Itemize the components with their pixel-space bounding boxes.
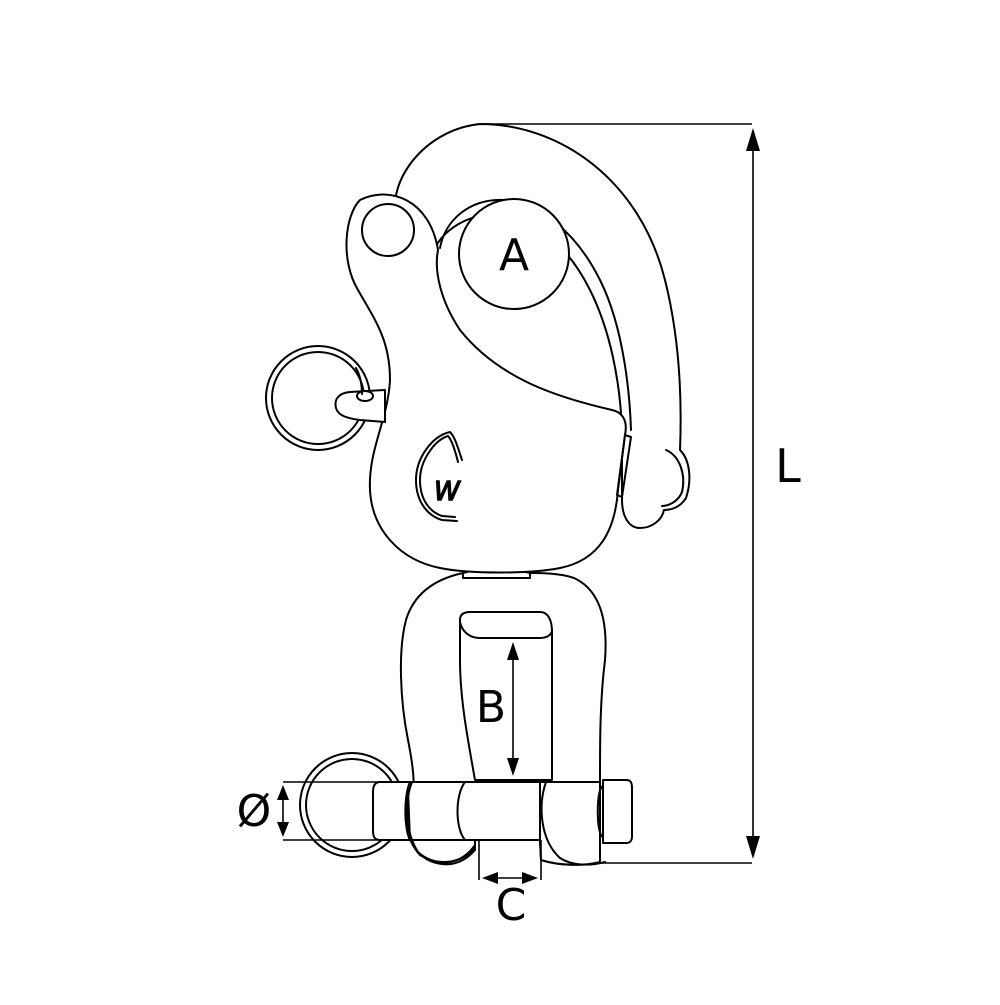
label-L: L xyxy=(775,439,801,493)
dimension-diameter: Ø xyxy=(237,781,380,841)
dimension-C: C xyxy=(478,840,542,931)
pull-tab xyxy=(334,367,386,423)
arrow-right-icon xyxy=(522,872,538,884)
arrow-up-icon xyxy=(507,642,519,660)
label-diameter: Ø xyxy=(237,786,272,837)
bail-opening-A xyxy=(458,198,570,310)
brand-logo-icon: W xyxy=(415,431,463,522)
dimension-B: B xyxy=(476,642,519,776)
clevis-pin xyxy=(372,779,633,866)
label-B: B xyxy=(476,682,506,733)
shackle-body: A xyxy=(345,123,691,574)
pull-ring-hole xyxy=(361,203,415,257)
arrow-left-icon xyxy=(482,872,498,884)
label-A: A xyxy=(499,230,529,281)
label-C: C xyxy=(496,880,527,931)
logo-letter: W xyxy=(434,477,461,507)
arrow-up-icon xyxy=(746,128,760,151)
arrow-down-icon xyxy=(277,822,289,837)
arrow-up-icon xyxy=(277,785,289,800)
arrow-down-icon xyxy=(507,758,519,776)
arrow-down-icon xyxy=(746,836,760,859)
dimension-L: L xyxy=(480,123,801,864)
